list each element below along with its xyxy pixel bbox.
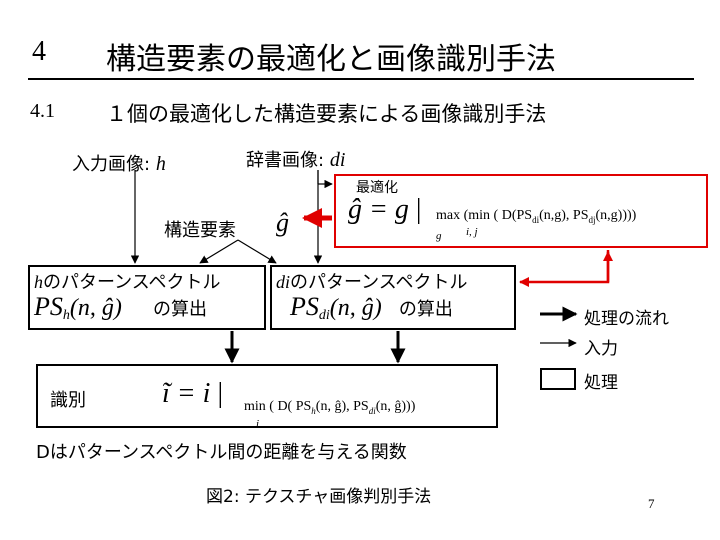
arrow-struct-to-box-h xyxy=(199,239,239,264)
pattern-spectrum-d-box xyxy=(270,265,516,330)
identification-formula-lhs: ĩ = i | xyxy=(162,378,224,409)
optimization-subscript-g: g xyxy=(436,230,442,242)
pattern-spectrum-d-title: diのパターンスペクトル xyxy=(276,272,468,293)
legend-input-label: 入力 xyxy=(584,339,618,359)
input-symbol: h xyxy=(155,153,166,175)
arrow-struct-to-box-d xyxy=(237,239,277,264)
identification-subscript-i: i xyxy=(256,418,260,430)
structuring-element-label: 構造要素 xyxy=(164,220,236,241)
pattern-spectrum-h-box xyxy=(28,265,266,330)
identification-box xyxy=(36,364,498,428)
identification-label: 識別 xyxy=(50,390,86,411)
distance-note: Dはパターンスペクトル間の距離を与える関数 xyxy=(36,442,407,463)
section-number: 4 xyxy=(32,36,46,67)
legend-process-swatch xyxy=(540,368,576,390)
arrow-red-feedback xyxy=(519,250,610,287)
optimization-formula-argument: max (min ( D(PSdi(n,g), PSdj(n,g)))) xyxy=(436,208,637,225)
optimization-label: 最適化 xyxy=(356,180,398,196)
section-title: 構造要素の最適化と画像識別手法 xyxy=(106,42,556,77)
optimization-formula-lhs: ĝ = g | xyxy=(348,194,422,225)
pattern-spectrum-h-title: hのパターンスペクトル xyxy=(34,272,221,293)
page-number: 7 xyxy=(648,496,655,511)
dictionary-symbol: di xyxy=(329,149,346,171)
structuring-element-symbol: ĝ xyxy=(276,208,289,237)
title-rule xyxy=(28,78,694,80)
subsection-number: 4.1 xyxy=(30,100,55,122)
optimization-box xyxy=(334,174,708,248)
pattern-spectrum-d-formula: PSdi(n, ĝ) の算出 xyxy=(290,292,453,324)
subsection-title: １個の最適化した構造要素による画像識別手法 xyxy=(106,102,547,126)
legend-flow-label: 処理の流れ xyxy=(584,309,669,329)
optimization-subscript-ij: i, j xyxy=(466,226,478,238)
input-image-label: 入力画像: h xyxy=(72,153,166,175)
legend-process-label: 処理 xyxy=(584,373,618,393)
pattern-spectrum-h-formula: PSh(n, ĝ) の算出 xyxy=(34,292,207,324)
identification-formula-argument: min ( D( PSh(n, ĝ), PSdi(n, ĝ))) xyxy=(244,399,416,416)
dictionary-image-label: 辞書画像: di xyxy=(246,149,346,171)
figure-caption: 図2: テクスチャ画像判別手法 xyxy=(206,487,432,507)
